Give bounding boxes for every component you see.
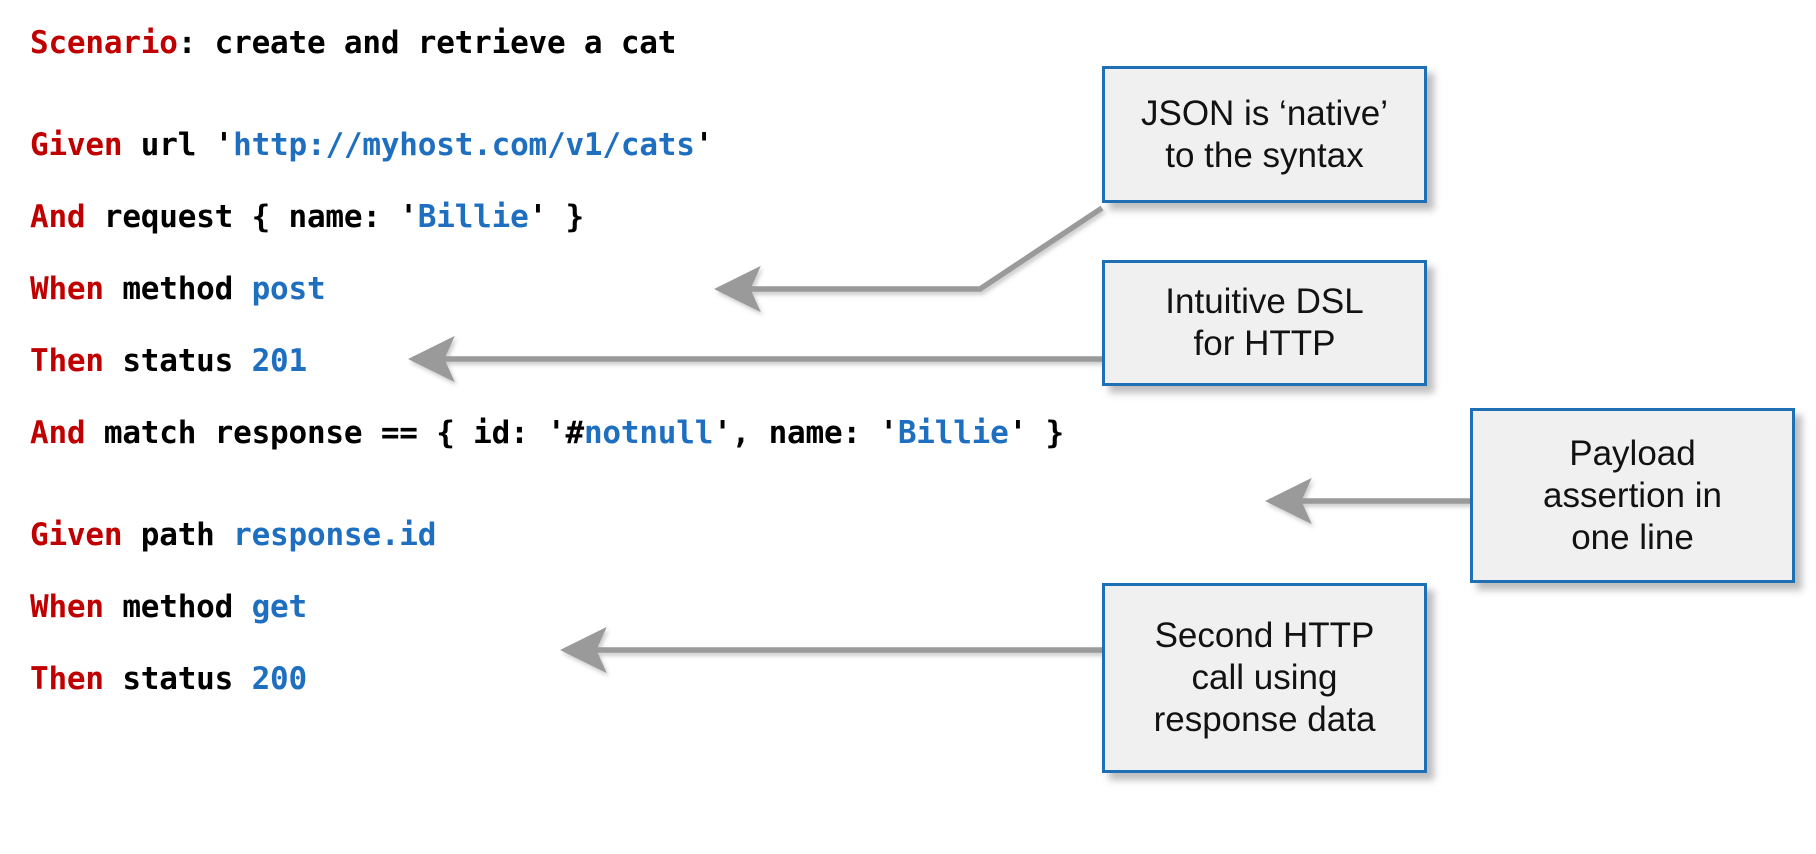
code-seg-then-status-201-1: status (103, 343, 252, 379)
code-line-blank-1 (30, 100, 1130, 130)
code-seg-and-match-response-5: ' } (1008, 415, 1065, 451)
callout-second-http-line3: response data (1153, 700, 1376, 739)
code-seg-given-url-2: http://myhost.com/v1/cats (233, 127, 695, 163)
gherkin-code-block: Scenario: create and retrieve a cat Give… (30, 28, 1130, 736)
callout-json-native-line2: to the syntax (1165, 135, 1364, 175)
code-seg-and-match-response-0: And (30, 415, 86, 451)
code-seg-and-request-0: And (30, 199, 86, 235)
code-seg-given-path-1: path (122, 517, 234, 553)
code-seg-when-method-get-1: method (103, 589, 252, 625)
code-seg-and-match-response-3: ', name: ' (713, 415, 898, 451)
code-seg-given-path-0: Given (30, 517, 123, 553)
code-line-and-request: And request { name: 'Billie' } (30, 202, 1130, 238)
code-line-and-match-response: And match response == { id: '#notnull', … (30, 418, 1130, 454)
code-seg-and-request-3: ' } (528, 199, 585, 235)
code-seg-and-match-response-1: match response == { id: '# (85, 415, 584, 451)
callout-payload-assertion: Payload assertion in one line (1470, 408, 1795, 583)
code-seg-then-status-200-1: status (103, 661, 252, 697)
code-seg-given-url-1: url ' (122, 127, 234, 163)
callout-second-http-line1: Second HTTP (1154, 616, 1375, 655)
code-line-blank-2 (30, 490, 1130, 520)
callout-payload-assertion-line3: one line (1571, 517, 1694, 557)
code-seg-then-status-201-0: Then (30, 343, 104, 379)
code-seg-scenario-0: Scenario (30, 25, 178, 61)
code-seg-when-method-get-0: When (30, 589, 104, 625)
code-seg-given-url-0: Given (30, 127, 123, 163)
callout-payload-assertion-line2: assertion in (1543, 475, 1722, 515)
code-seg-scenario-1: : create and retrieve a cat (177, 25, 677, 61)
callout-second-http-line2: call using (1191, 658, 1338, 697)
code-seg-and-request-2: Billie (417, 199, 529, 235)
callout-second-http-text: Second HTTP call using response data (1154, 615, 1376, 741)
code-seg-when-method-get-2: get (251, 589, 308, 625)
code-seg-and-request-1: request { name: ' (85, 199, 418, 235)
code-seg-then-status-200-0: Then (30, 661, 104, 697)
callout-json-native-line1: JSON is ‘native’ (1140, 93, 1389, 133)
code-seg-when-method-post-0: When (30, 271, 104, 307)
callout-json-native: JSON is ‘native’ to the syntax (1102, 66, 1427, 203)
code-line-when-method-post: When method post (30, 274, 1130, 310)
callout-intuitive-dsl-text: Intuitive DSL for HTTP (1165, 281, 1363, 365)
code-line-when-method-get: When method get (30, 592, 1130, 628)
code-seg-then-status-200-2: 200 (251, 661, 308, 697)
code-line-given-path: Given path response.id (30, 520, 1130, 556)
callout-intuitive-dsl-line2: for HTTP (1193, 324, 1336, 363)
code-seg-given-path-2: response.id (233, 517, 437, 553)
code-seg-and-match-response-2: notnull (583, 415, 714, 451)
code-seg-then-status-201-2: 201 (251, 343, 308, 379)
code-seg-given-url-3: ' (694, 127, 714, 163)
callout-intuitive-dsl-line1: Intuitive DSL (1165, 282, 1364, 321)
code-line-then-status-200: Then status 200 (30, 664, 1130, 700)
callout-second-http: Second HTTP call using response data (1102, 583, 1427, 773)
callout-payload-assertion-line1: Payload (1569, 433, 1696, 473)
code-seg-when-method-post-1: method (103, 271, 252, 307)
callout-json-native-text: JSON is ‘native’ to the syntax (1141, 93, 1388, 177)
callout-payload-assertion-text: Payload assertion in one line (1543, 433, 1722, 559)
code-seg-when-method-post-2: post (251, 271, 326, 307)
code-line-scenario: Scenario: create and retrieve a cat (30, 28, 1130, 64)
code-line-given-url: Given url 'http://myhost.com/v1/cats' (30, 130, 1130, 166)
callout-intuitive-dsl: Intuitive DSL for HTTP (1102, 260, 1427, 386)
code-seg-and-match-response-4: Billie (897, 415, 1009, 451)
code-line-then-status-201: Then status 201 (30, 346, 1130, 382)
